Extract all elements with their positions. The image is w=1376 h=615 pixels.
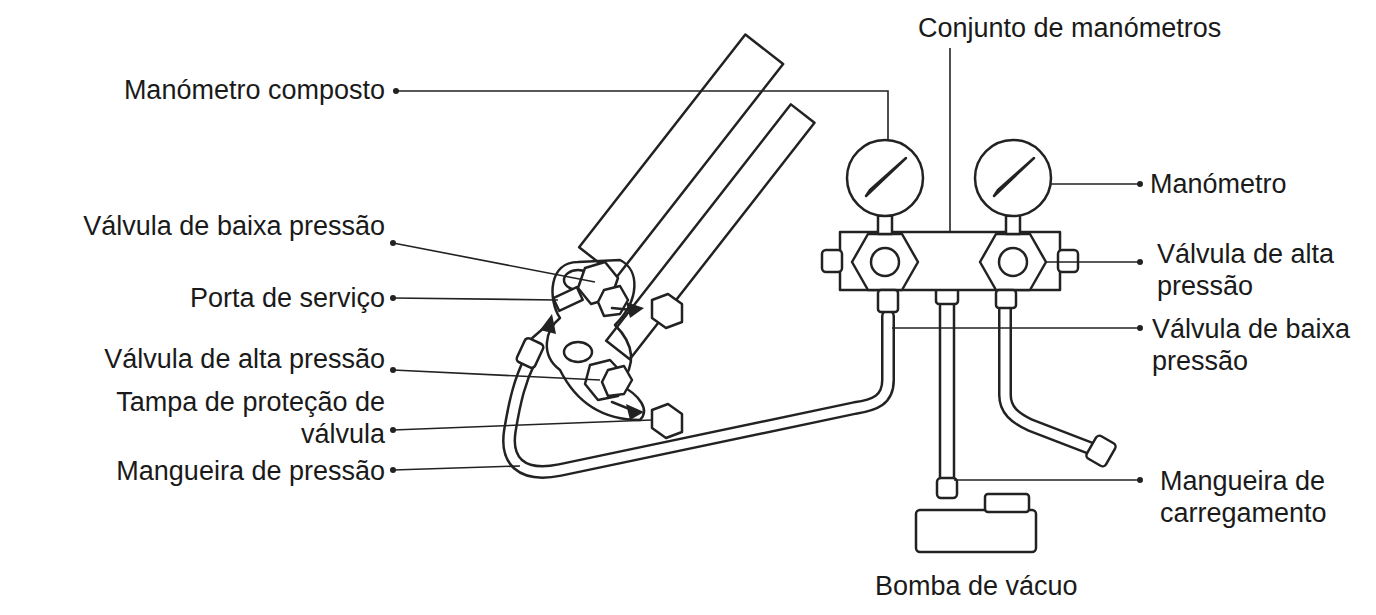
liquid-tube	[606, 104, 814, 359]
part-label: Mangueira de pressão	[45, 455, 385, 487]
leader-dots	[390, 88, 1143, 483]
valve-bracket	[547, 260, 644, 420]
valve-cap	[652, 404, 682, 438]
hex-nut	[852, 234, 918, 290]
pressure-gauge	[975, 140, 1051, 216]
vacuum-pump	[916, 510, 1036, 552]
manifold-body	[840, 232, 1060, 290]
part-label: Válvula de baixa pressão	[45, 210, 385, 242]
high-valve	[564, 342, 632, 400]
part-label: Bomba de vácuo	[875, 570, 1175, 602]
part-label: Mangueira de carregamento	[1160, 465, 1360, 529]
leader-lines	[393, 48, 1140, 480]
part-label: Manómetro composto	[45, 74, 385, 106]
part-label: Manómetro	[1150, 168, 1370, 200]
part-label: Porta de serviço	[45, 282, 385, 314]
part-label: Válvula de alta pressão	[45, 343, 385, 375]
part-label: Válvula de baixa pressão	[1152, 313, 1354, 377]
compound-gauge	[847, 140, 923, 216]
part-label: Conjunto de manómetros	[918, 12, 1318, 44]
part-label: Tampa de proteção de válvula	[45, 386, 385, 450]
valve-cap	[652, 294, 682, 328]
part-label: Válvula de alta pressão	[1157, 238, 1372, 302]
hex-nut	[980, 234, 1046, 290]
